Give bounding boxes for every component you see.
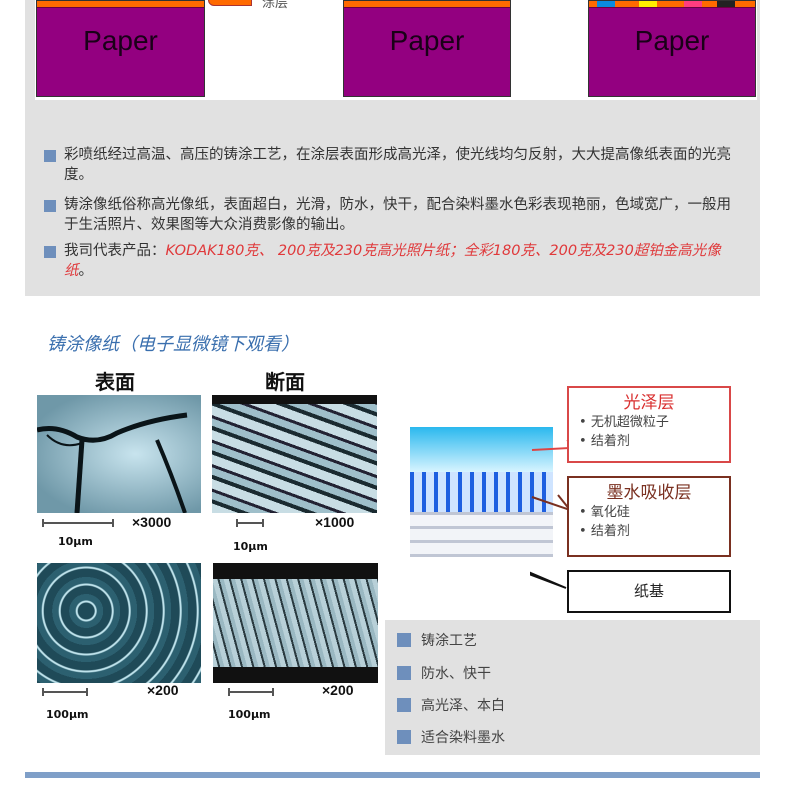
- magnification-label: ×200: [322, 682, 354, 698]
- scale-label: 10μm: [233, 540, 268, 553]
- coating-band-with-ink: [589, 1, 755, 8]
- bottom-divider: [25, 772, 760, 778]
- layer-diagram: Paper Paper Paper: [35, 0, 757, 100]
- paper-base-graphic: [410, 512, 553, 557]
- callout-title: 墨水吸收层: [606, 483, 692, 503]
- bullet-square-icon: [397, 633, 411, 647]
- paper-label: Paper: [389, 25, 465, 56]
- bullet-item: 彩喷纸经过高温、高压的铸涂工艺，在涂层表面形成高光泽，使光线均匀反射，大大提高像…: [44, 145, 744, 185]
- callout-item: • 氧化硅: [579, 505, 630, 520]
- scale-label: 100μm: [46, 708, 89, 721]
- paper-layer-2: Paper: [343, 0, 511, 97]
- feature-item: 适合染料墨水: [397, 727, 505, 747]
- scale-bar: [42, 688, 88, 696]
- column-heading-section: 断面: [265, 370, 305, 394]
- sem-image-section-1000: [212, 395, 377, 513]
- callout-title: 光泽层: [623, 393, 675, 413]
- callout-item: • 结着剂: [579, 524, 630, 539]
- ink-layer-graphic: [410, 472, 553, 512]
- magnification-label: ×1000: [315, 514, 355, 530]
- sem-title: 铸涂像纸（电子显微镜下观看）: [47, 334, 299, 355]
- callout-item: • 无机超微粒子: [579, 415, 669, 430]
- scale-bar: [42, 519, 114, 527]
- coating-structure-illustration: [410, 427, 553, 557]
- bullet-square-icon: [44, 200, 56, 212]
- magnification-label: ×3000: [132, 514, 172, 530]
- bullet-square-icon: [397, 698, 411, 712]
- feature-item: 防水、快干: [397, 663, 491, 683]
- scale-label: 100μm: [228, 708, 271, 721]
- bullet-item: 铸涂像纸俗称高光像纸，表面超白，光滑，防水，快干，配合染料墨水色彩表现艳丽，色域…: [44, 195, 744, 235]
- paper-label: Paper: [83, 25, 158, 56]
- bullet-text: 我司代表产品：: [64, 243, 166, 259]
- feature-item: 铸涂工艺: [397, 630, 477, 650]
- magnification-label: ×200: [147, 682, 179, 698]
- scale-label: 10μm: [58, 535, 93, 548]
- gloss-layer-graphic: [410, 427, 553, 472]
- coating-band: [37, 1, 204, 8]
- bullet-square-icon: [397, 730, 411, 744]
- paper-layer-1: Paper: [36, 0, 205, 97]
- sem-image-section-200: [213, 563, 378, 683]
- callout-item: • 结着剂: [579, 434, 630, 449]
- scale-bar: [236, 519, 264, 527]
- bullet-square-icon: [44, 150, 56, 162]
- callout-title: 纸基: [633, 582, 664, 600]
- gloss-layer-callout: 光泽层 • 无机超微粒子 • 结着剂: [567, 386, 731, 463]
- bullet-text: 彩喷纸经过高温、高压的铸涂工艺，在涂层表面形成高光泽，使光线均匀反射，大大提高像…: [64, 147, 731, 183]
- coating-label: 涂层: [262, 0, 289, 11]
- column-heading-surface: 表面: [95, 370, 135, 394]
- sem-image-surface-3000: [37, 395, 201, 513]
- bullet-square-icon: [397, 666, 411, 680]
- bullet-text: 铸涂像纸俗称高光像纸，表面超白，光滑，防水，快干，配合染料墨水色彩表现艳丽，色域…: [64, 197, 731, 233]
- paper-base-callout: 纸基: [567, 570, 731, 613]
- arrow-icon: [208, 0, 252, 6]
- ink-layer-callout: 墨水吸收层 • 氧化硅 • 结着剂: [567, 476, 731, 557]
- bullet-suffix: 。: [78, 263, 94, 279]
- bullet-item: 我司代表产品：KODAK180克、 200克及230克高光照片纸；全彩180克、…: [44, 241, 744, 281]
- scale-bar: [228, 688, 274, 696]
- feature-item: 高光泽、本白: [397, 695, 505, 715]
- bullet-square-icon: [44, 246, 56, 258]
- coating-band: [344, 1, 510, 8]
- paper-label: Paper: [634, 25, 710, 56]
- paper-layer-3: Paper: [588, 0, 756, 97]
- sem-image-surface-200: [37, 563, 201, 683]
- product-names: KODAK180克、 200克及230克高光照片纸；全彩180克、200克及23…: [64, 243, 721, 279]
- features-panel: 铸涂工艺 防水、快干 高光泽、本白 适合染料墨水: [385, 620, 760, 755]
